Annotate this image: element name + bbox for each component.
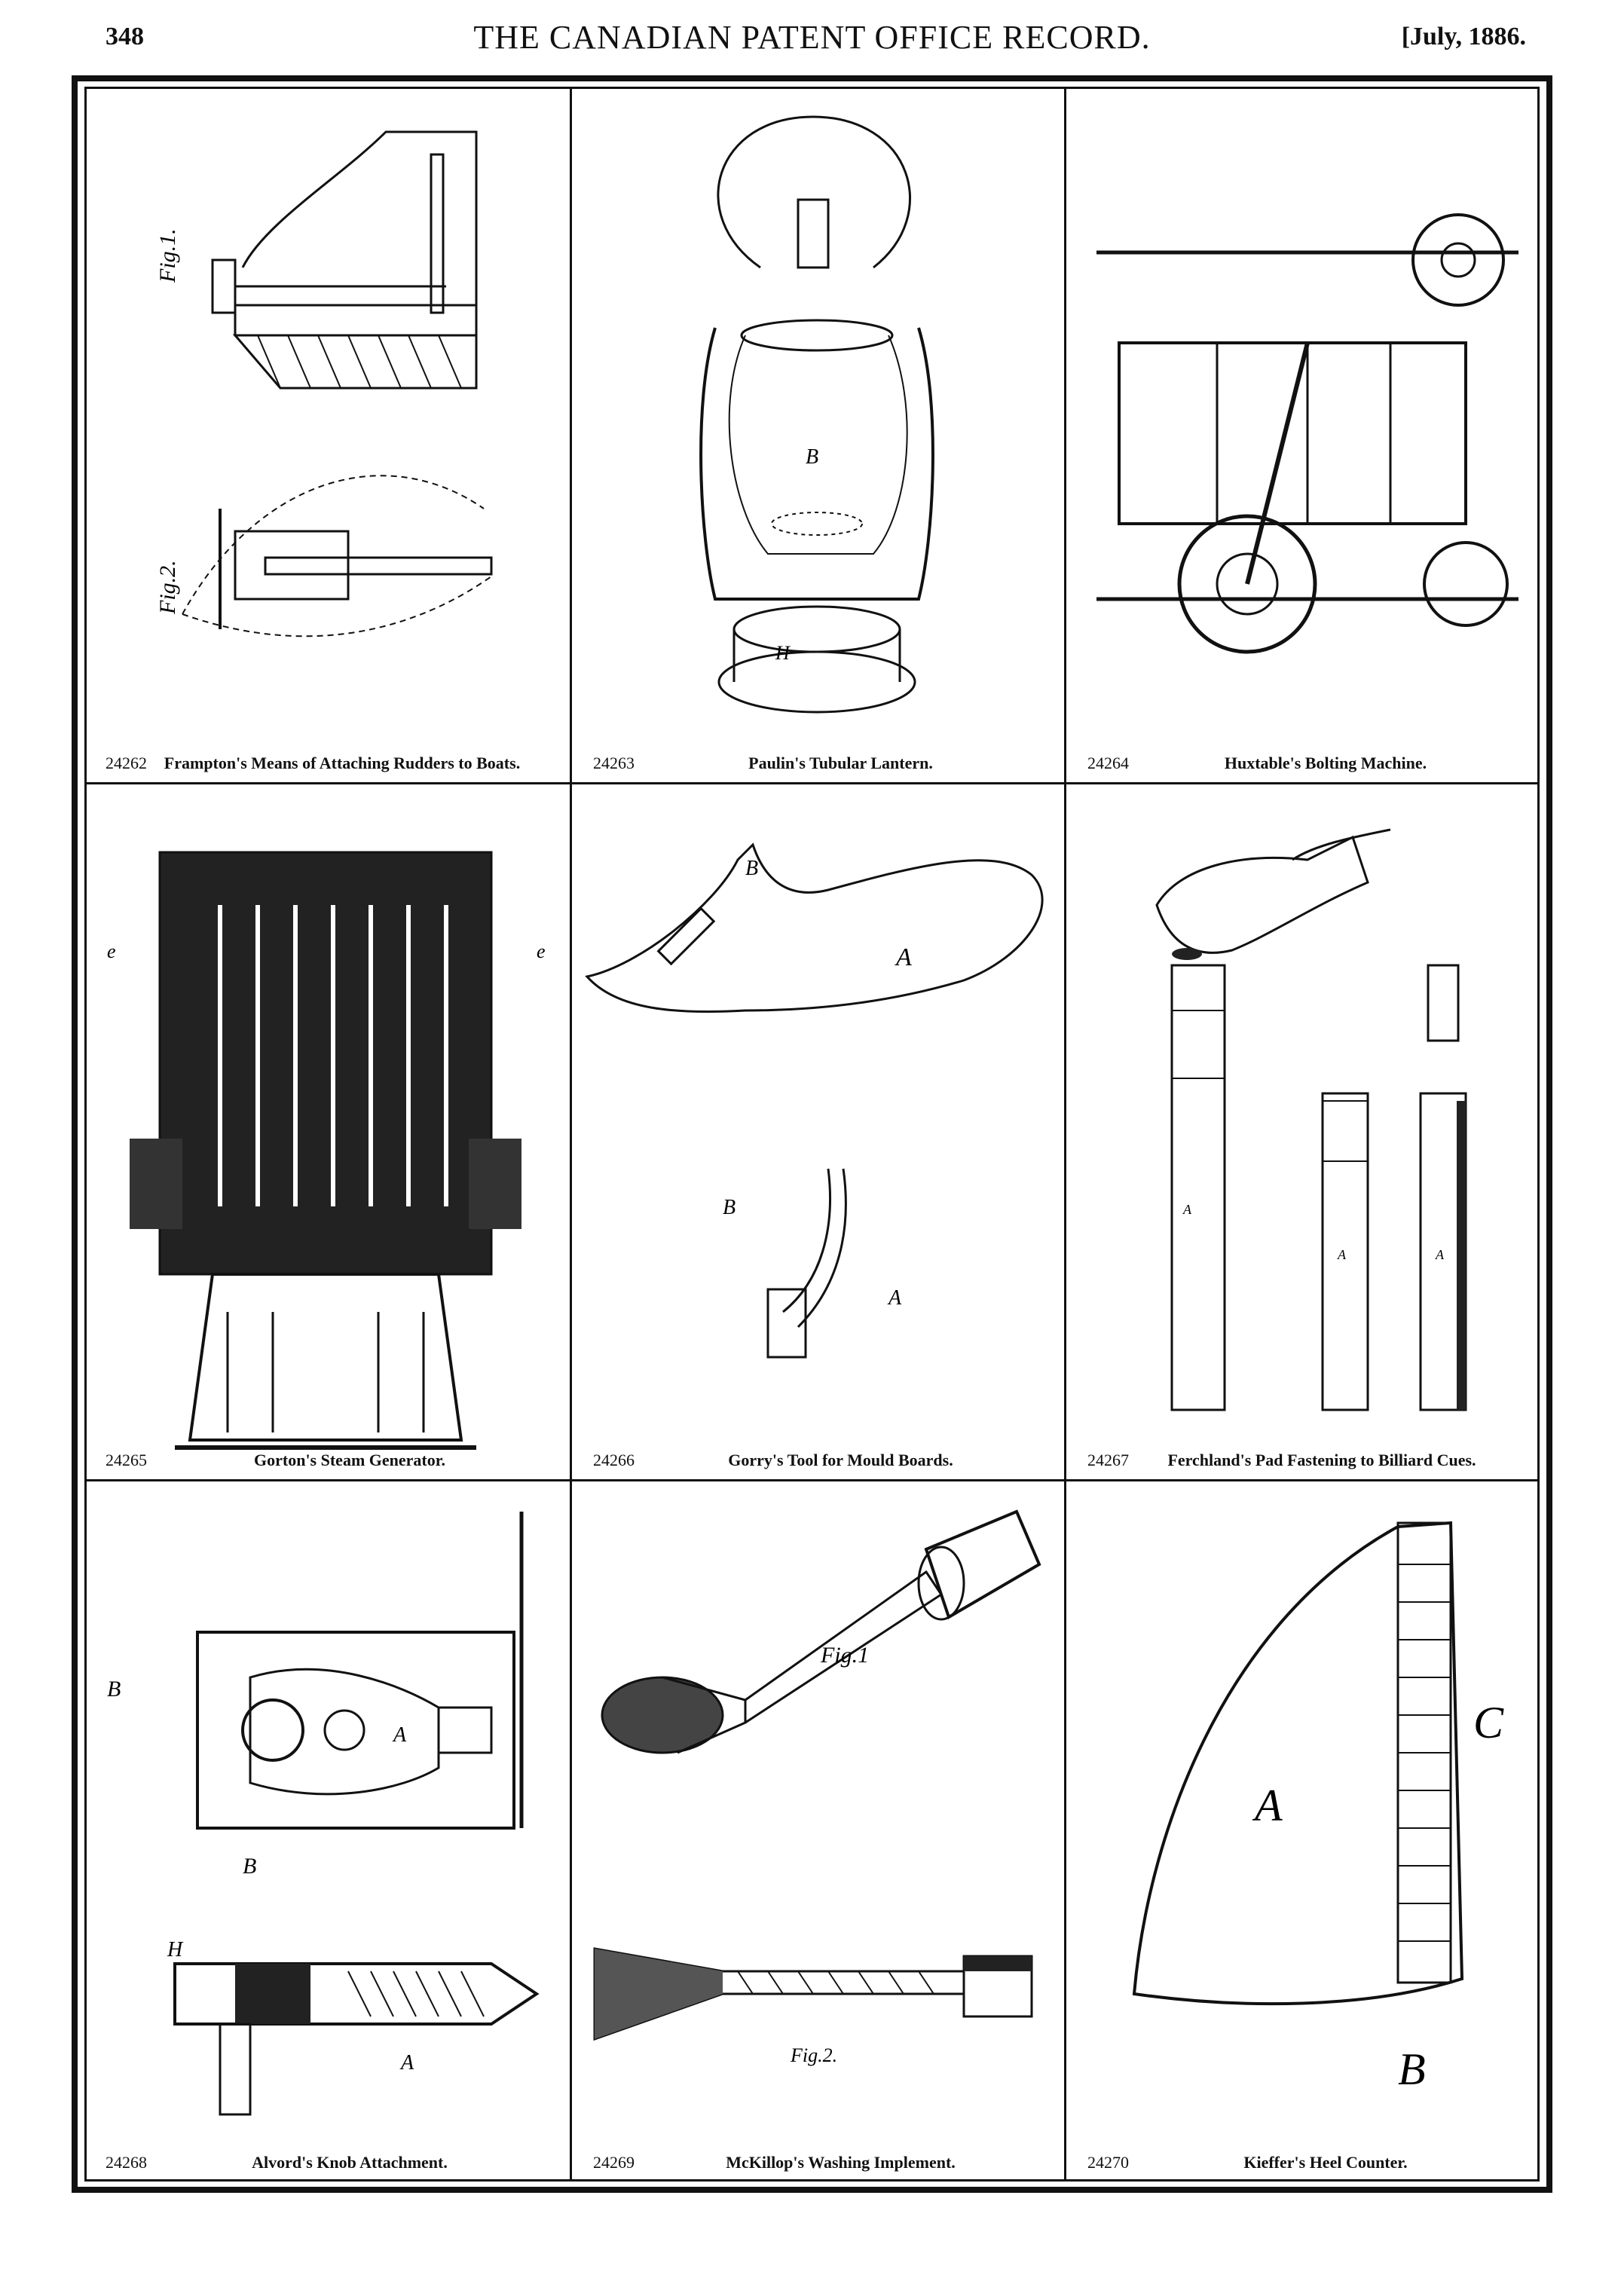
part-label: B — [806, 445, 818, 469]
part-label: H — [167, 1938, 184, 1961]
part-label: B — [243, 1854, 256, 1879]
patent-title: Paulin's Tubular Lantern. — [748, 754, 933, 772]
plate-24270: A C B 24270 Kieffer's Heel Counter. — [1066, 1481, 1540, 2182]
patent-number: 24263 — [593, 754, 635, 772]
part-label: A — [1252, 1781, 1283, 1830]
patent-title: Frampton's Means of Attaching Rudders to… — [164, 754, 521, 772]
part-label: e — [107, 940, 116, 962]
plate-24263: B H 24263 Paulin's Tubular Lantern. — [572, 87, 1064, 782]
grid-divider — [1064, 87, 1066, 2182]
patent-number: 24265 — [106, 1451, 147, 1469]
grid-divider — [84, 1479, 1540, 1481]
fig-label: Fig.2. — [155, 560, 180, 615]
plate-24269: Fig.1 Fig.2. 24269 McKillop's Washing Im… — [572, 1481, 1064, 2182]
patent-number: 24270 — [1087, 2153, 1129, 2172]
knob-attachment-illustration: B B A H A — [107, 1512, 540, 2116]
part-label: A — [1182, 1202, 1192, 1217]
page-header: 348 THE CANADIAN PATENT OFFICE RECORD. [… — [0, 0, 1624, 83]
patent-title: Alvord's Knob Attachment. — [252, 2153, 448, 2172]
washing-implement-illustration: Fig.1 Fig.2. — [593, 1509, 1041, 2066]
plate-24262: Fig.1. Fig.2. 24262 Frampton's Means of … — [84, 87, 570, 782]
part-label: A — [399, 2051, 414, 2075]
part-label: B — [107, 1677, 121, 1701]
patent-number: 24267 — [1087, 1451, 1129, 1469]
patent-title: Gorry's Tool for Mould Boards. — [728, 1451, 953, 1469]
part-label: A — [887, 1286, 902, 1310]
grid-divider — [570, 87, 572, 2182]
part-label: C — [1473, 1698, 1504, 1747]
bolting-machine-illustration — [1096, 213, 1518, 654]
plate-24266: A B B A 24266 Gorry's Tool for Mould Boa… — [572, 784, 1064, 1479]
patent-number: 24262 — [106, 754, 147, 772]
inner-frame — [84, 87, 1540, 2182]
plate-24268: B B A H A 24268 Alvord's Knob Attachment… — [84, 1481, 570, 2182]
fig-label: Fig.1. — [155, 228, 180, 283]
part-label: A — [1337, 1247, 1347, 1262]
patent-title: McKillop's Washing Implement. — [726, 2153, 956, 2172]
part-label: B — [1398, 2044, 1426, 2094]
billiard-cue-pad-illustration: A A A — [1155, 828, 1467, 1411]
tubular-lantern-illustration: B H — [699, 115, 934, 714]
page-title: THE CANADIAN PATENT OFFICE RECORD. — [473, 19, 1151, 56]
patent-number: 24264 — [1087, 754, 1129, 772]
fig-label: Fig.1 — [820, 1643, 869, 1668]
patent-title: Ferchland's Pad Fastening to Billiard Cu… — [1167, 1451, 1476, 1469]
heel-counter-illustration: A C B — [1132, 1521, 1504, 2094]
patent-number: 24268 — [106, 2153, 147, 2172]
part-label: A — [392, 1723, 407, 1747]
part-label: A — [895, 943, 912, 971]
part-label: e — [537, 940, 546, 962]
page-number: 348 — [106, 23, 144, 50]
grid-divider — [84, 782, 1540, 784]
patent-number: 24266 — [593, 1451, 635, 1469]
plate-24264: 24264 Huxtable's Bolting Machine. — [1066, 87, 1540, 782]
steam-generator-illustration: e e — [107, 851, 546, 1450]
patent-title: Huxtable's Bolting Machine. — [1224, 754, 1427, 772]
patent-title: Kieffer's Heel Counter. — [1243, 2153, 1408, 2172]
plate-24265: e e 24265 Gorton's Steam Generator. — [84, 784, 570, 1479]
part-label: A — [1435, 1247, 1445, 1262]
outer-frame — [72, 75, 1552, 2193]
patent-title: Gorton's Steam Generator. — [254, 1451, 445, 1469]
part-label: B — [723, 1196, 736, 1219]
part-label: H — [775, 642, 791, 664]
issue-date: [July, 1886. — [1401, 23, 1526, 50]
rudder-attachment-illustration: Fig.1. Fig.2. — [155, 130, 493, 637]
patent-number: 24269 — [593, 2153, 635, 2172]
plate-24267: A A A 24267 Ferchland's Pad Fastening to… — [1066, 784, 1540, 1479]
mould-board-tool-illustration: A B B A — [585, 842, 1044, 1359]
fig-label: Fig.2. — [790, 2044, 837, 2066]
part-label: B — [745, 857, 758, 880]
